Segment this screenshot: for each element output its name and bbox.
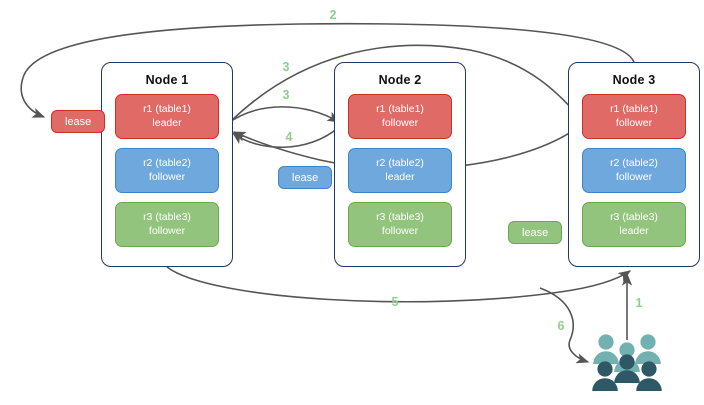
replica-name: r1 (table1) [376, 103, 424, 115]
step-label-3a: 3 [282, 60, 290, 74]
replica-r3[interactable]: r3 (table3) follower [348, 202, 452, 247]
step-label-4: 4 [285, 130, 293, 144]
step-label-6: 6 [557, 319, 565, 333]
replica-list: r1 (table1) follower r2 (table2) followe… [569, 94, 699, 247]
replica-role: follower [615, 116, 653, 129]
replica-name: r3 (table3) [610, 211, 658, 223]
step-label-3b: 3 [282, 88, 290, 102]
replica-name: r2 (table2) [376, 157, 424, 169]
node-card-node3[interactable]: Node 3 r1 (table1) follower r2 (table2) … [568, 62, 700, 267]
replica-r2[interactable]: r2 (table2) leader [348, 148, 452, 193]
step-label-5: 5 [391, 295, 399, 309]
replica-role: follower [148, 224, 186, 237]
replica-role: follower [381, 224, 419, 237]
lease-badge-table1[interactable]: lease [51, 110, 106, 133]
replica-r3[interactable]: r3 (table3) follower [115, 202, 219, 247]
replica-name: r1 (table1) [143, 103, 191, 115]
replica-role: follower [615, 170, 653, 183]
node-card-node1[interactable]: Node 1 r1 (table1) leader r2 (table2) fo… [101, 62, 233, 267]
replica-r3[interactable]: r3 (table3) leader [582, 202, 686, 247]
step-label-2: 2 [329, 8, 337, 22]
replica-name: r3 (table3) [143, 211, 191, 223]
users-icon [592, 334, 662, 391]
replica-name: r2 (table2) [143, 157, 191, 169]
replica-r2[interactable]: r2 (table2) follower [582, 148, 686, 193]
replica-r2[interactable]: r2 (table2) follower [115, 148, 219, 193]
replica-name: r1 (table1) [610, 103, 658, 115]
lease-badge-table2[interactable]: lease [278, 166, 333, 189]
replica-role: leader [619, 224, 649, 237]
replica-list: r1 (table1) follower r2 (table2) leader … [335, 94, 465, 247]
replica-r1[interactable]: r1 (table1) follower [348, 94, 452, 139]
node-card-node2[interactable]: Node 2 r1 (table1) follower r2 (table2) … [334, 62, 466, 267]
replica-r1[interactable]: r1 (table1) leader [115, 94, 219, 139]
node-title: Node 2 [378, 73, 422, 87]
replica-role: leader [152, 116, 182, 129]
node-title: Node 3 [612, 73, 656, 87]
replica-list: r1 (table1) leader r2 (table2) follower … [102, 94, 232, 247]
step-label-1: 1 [635, 296, 643, 310]
replica-role: leader [385, 170, 415, 183]
replica-name: r3 (table3) [376, 211, 424, 223]
replica-role: follower [148, 170, 186, 183]
lease-badge-table3[interactable]: lease [508, 221, 563, 244]
replica-r1[interactable]: r1 (table1) follower [582, 94, 686, 139]
arrow-step-3-to-node2 [226, 106, 341, 125]
replica-name: r2 (table2) [610, 157, 658, 169]
node-title: Node 1 [145, 73, 189, 87]
replica-role: follower [381, 116, 419, 129]
